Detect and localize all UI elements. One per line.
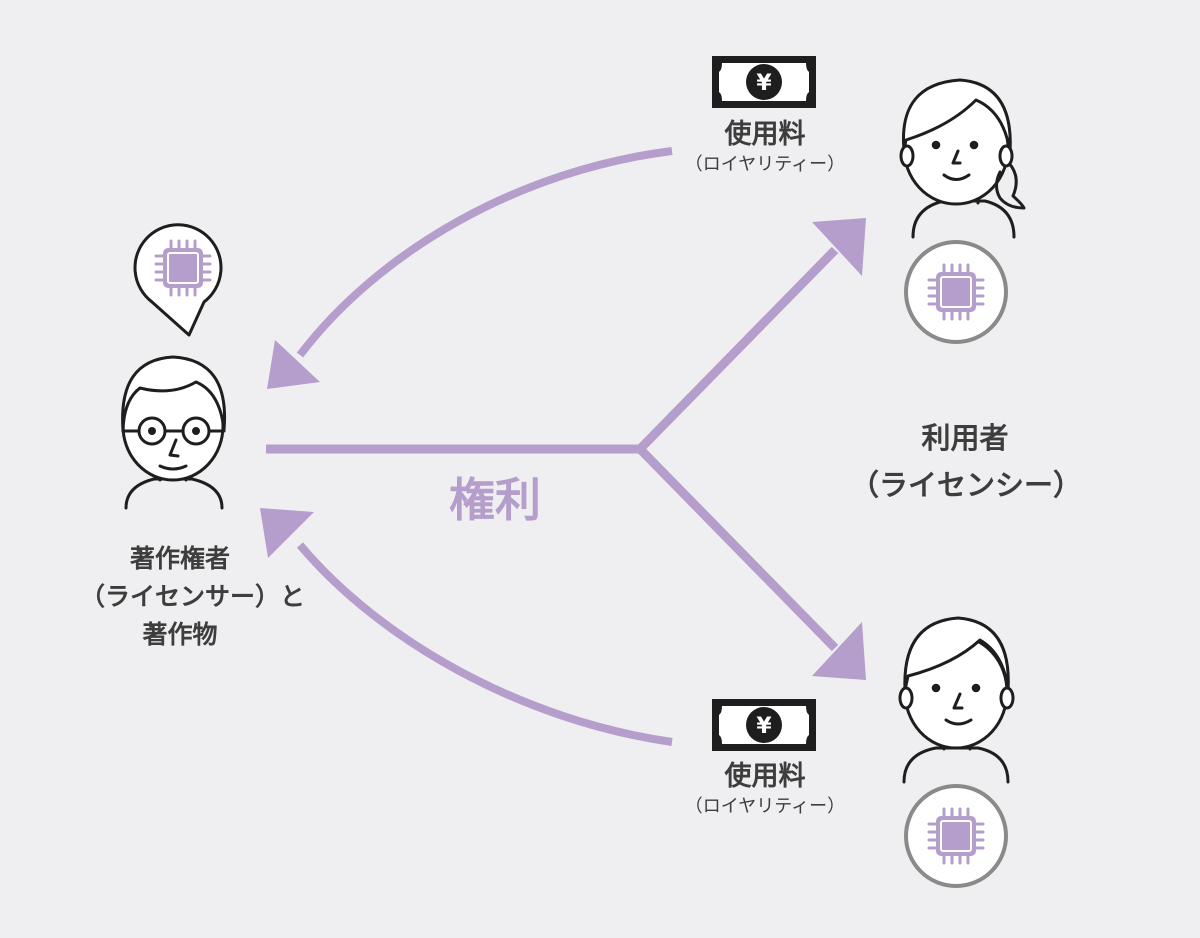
- rights-label: 権利: [449, 473, 541, 527]
- royalty-label-top: 使用料 （ロイヤリティー）: [645, 118, 885, 178]
- speech-bubble: [133, 223, 223, 337]
- rights-arrows: [266, 246, 839, 652]
- royalty-label-top-sub: （ロイヤリティー）: [684, 154, 846, 175]
- royalty-label-bottom-main: 使用料: [724, 761, 806, 792]
- banknote-icon: ¥: [712, 56, 816, 108]
- licensee-label-line2: （ライセンシー）: [850, 468, 1083, 502]
- rights-branch-bottom-line: [636, 445, 839, 652]
- royalty-arrow-top-curve: [296, 147, 673, 358]
- royalty-label-bottom: 使用料 （ロイヤリティー）: [645, 760, 885, 820]
- licensor-person-icon: [121, 355, 227, 510]
- rights-arrowhead-top: [812, 218, 866, 276]
- royalty-arrowhead-top: [267, 340, 320, 389]
- yen-symbol: ¥: [756, 714, 772, 739]
- licensee-bottom-chip-badge: [904, 784, 1008, 888]
- royalty-label-bottom-sub: （ロイヤリティー）: [684, 796, 846, 817]
- rights-branch-top-line: [636, 246, 839, 453]
- licensor-label-line1: 著作権者: [129, 544, 230, 573]
- licensee-woman-icon: [899, 78, 1026, 239]
- royalty-arrow-bottom-curve: [296, 542, 673, 746]
- banknote-icon: ¥: [712, 699, 816, 751]
- licensee-label: 利用者 （ライセンシー）: [850, 415, 1083, 509]
- rights-arrowhead-bottom: [812, 622, 866, 680]
- royalty-label-top-main: 使用料: [724, 119, 806, 150]
- royalty-arrowhead-bottom: [260, 508, 314, 558]
- licensee-man-icon: [898, 616, 1015, 784]
- licensor-label-line3: 著作物: [142, 620, 218, 649]
- licensor-label: 著作権者 （ライセンサー）と 著作物: [80, 540, 306, 654]
- licensee-top-chip-badge: [904, 240, 1008, 344]
- yen-symbol: ¥: [756, 71, 772, 96]
- licensor-label-line2: （ライセンサー）と: [80, 582, 306, 611]
- licensee-label-line1: 利用者: [921, 421, 1009, 455]
